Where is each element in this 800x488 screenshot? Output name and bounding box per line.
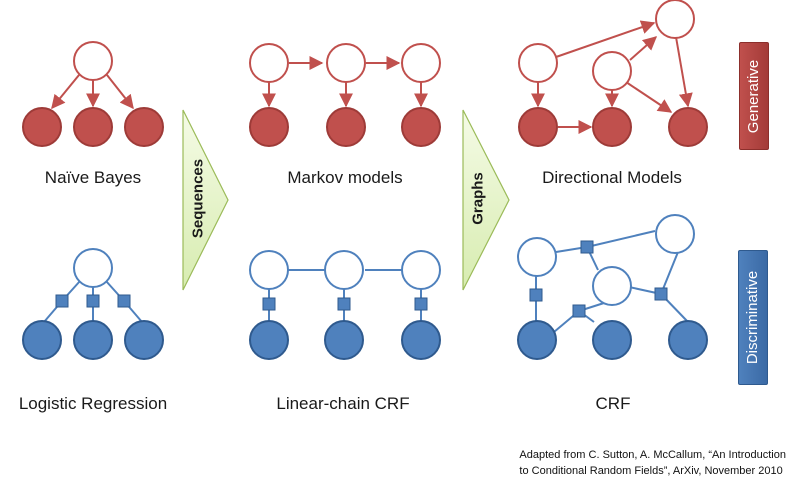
graph-node-hidden <box>592 51 632 91</box>
graph-node-observed <box>668 320 708 360</box>
graph-node-observed <box>22 107 62 147</box>
graph-node-observed <box>592 107 632 147</box>
directional-models-graph <box>518 0 708 147</box>
naive-bayes-label: Naïve Bayes <box>44 168 142 187</box>
linear-chain-crf-label: Linear-chain CRF <box>276 394 410 413</box>
factor-node <box>117 294 131 308</box>
graph-node-observed <box>401 320 441 360</box>
graph-node-hidden <box>73 248 113 288</box>
linear-chain-crf-graph <box>249 250 441 360</box>
graph-node-observed <box>22 320 62 360</box>
citation-note: Adapted from C. Sutton, A. McCallum, “An… <box>519 447 786 479</box>
graph-node-observed <box>73 107 113 147</box>
naive-bayes-edge <box>106 74 134 110</box>
generative-badge: Generative <box>739 42 769 150</box>
discriminative-badge: Discriminative <box>738 250 768 385</box>
graph-node-hidden <box>655 0 695 39</box>
factor-node <box>86 294 100 308</box>
graph-node-observed <box>249 107 289 147</box>
discriminative-badge-label: Discriminative <box>744 270 762 365</box>
crf-label: CRF <box>595 394 631 413</box>
graph-node-observed <box>592 320 632 360</box>
naive-bayes-edge <box>51 74 80 110</box>
crf-graph <box>517 214 708 360</box>
factor-node <box>580 240 594 254</box>
directional-models-label: Directional Models <box>542 168 682 187</box>
factor-node <box>654 287 668 301</box>
logistic-regression-graph <box>22 248 164 360</box>
factor-node <box>55 294 69 308</box>
factor-node <box>529 288 543 302</box>
graph-node-observed <box>324 320 364 360</box>
graph-node-hidden <box>592 266 632 306</box>
naive-bayes-graph <box>22 41 164 147</box>
factor-node <box>262 297 276 311</box>
graph-node-hidden <box>249 250 289 290</box>
graph-node-hidden <box>326 43 366 83</box>
graph-node-hidden <box>401 43 441 83</box>
factor-node <box>337 297 351 311</box>
graph-node-observed <box>249 320 289 360</box>
graph-node-hidden <box>73 41 113 81</box>
logistic-regression-label: Logistic Regression <box>18 394 168 413</box>
graph-node-observed <box>517 320 557 360</box>
markov-models-graph <box>249 43 441 147</box>
sequences-arrow <box>182 109 229 291</box>
graph-node-observed <box>668 107 708 147</box>
graph-node-observed <box>518 107 558 147</box>
graphs-arrow <box>462 109 510 291</box>
graph-node-observed <box>124 320 164 360</box>
directional-edge <box>625 81 673 113</box>
directional-edge <box>675 36 693 108</box>
graph-node-hidden <box>518 43 558 83</box>
directional-edge <box>555 20 656 58</box>
directional-edge <box>629 36 658 61</box>
graph-node-hidden <box>249 43 289 83</box>
graph-node-observed <box>124 107 164 147</box>
graph-node-hidden <box>324 250 364 290</box>
graph-node-observed <box>401 107 441 147</box>
factor-node <box>572 304 586 318</box>
graph-node-hidden <box>517 237 557 277</box>
factor-node <box>414 297 428 311</box>
generative-badge-label: Generative <box>745 59 763 133</box>
citation-line-2: to Conditional Random Fields”, ArXiv, No… <box>519 465 783 477</box>
graph-node-observed <box>326 107 366 147</box>
sequences-arrow-label: Sequences <box>189 158 207 239</box>
graph-node-hidden <box>655 214 695 254</box>
citation-line-1: Adapted from C. Sutton, A. McCallum, “An… <box>519 449 786 461</box>
markov-models-label: Markov models <box>287 168 403 187</box>
graphs-arrow-label: Graphs <box>469 172 487 225</box>
graph-node-observed <box>73 320 113 360</box>
graph-node-hidden <box>401 250 441 290</box>
